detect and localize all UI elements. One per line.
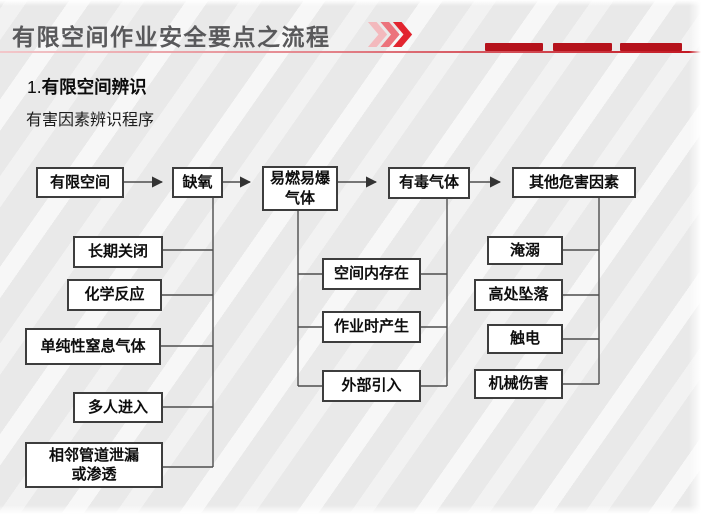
node-mechanical-injury: 机械伤害 [474, 369, 563, 399]
node-fall-from-height: 高处坠落 [474, 279, 563, 311]
section-title: 有限空间辨识 [41, 77, 147, 97]
node-simple-asphyxiating-gas: 单纯性窒息气体 [25, 328, 161, 365]
node-toxic-gas: 有毒气体 [388, 167, 470, 199]
node-multiple-people-entering: 多人进入 [73, 392, 163, 423]
header-dash-2 [553, 43, 612, 51]
node-flammable-explosive-gas: 易燃易爆 气体 [262, 166, 338, 211]
node-confined-space: 有限空间 [36, 167, 124, 198]
slide-edge-top [0, 0, 701, 6]
node-drowning: 淹溺 [487, 236, 563, 265]
slide-edge-bottom [0, 505, 701, 514]
node-external-introduction: 外部引入 [322, 370, 421, 402]
node-chemical-reaction: 化学反应 [67, 279, 162, 311]
slide-edge-right [689, 0, 701, 514]
node-generated-during-work: 作业时产生 [322, 311, 421, 343]
triple-chevron-right-icon [367, 22, 415, 52]
title-underline [0, 51, 701, 53]
header-dash-1 [485, 43, 543, 51]
node-existing-in-space: 空间内存在 [322, 258, 421, 290]
node-oxygen-deficiency: 缺氧 [172, 167, 223, 198]
node-adjacent-pipeline-leakage: 相邻管道泄漏 或渗透 [25, 442, 163, 488]
node-electric-shock: 触电 [487, 324, 563, 354]
section-subtitle: 有害因素辨识程序 [26, 112, 155, 129]
node-long-term-closure: 长期关闭 [73, 236, 163, 268]
page-title: 有限空间作业安全要点之流程 [12, 24, 331, 50]
node-other-hazards: 其他危害因素 [512, 167, 636, 198]
header-dash-3 [620, 43, 682, 51]
section-heading: 1.有限空间辨识 [27, 74, 147, 99]
section-number: 1. [27, 77, 42, 97]
